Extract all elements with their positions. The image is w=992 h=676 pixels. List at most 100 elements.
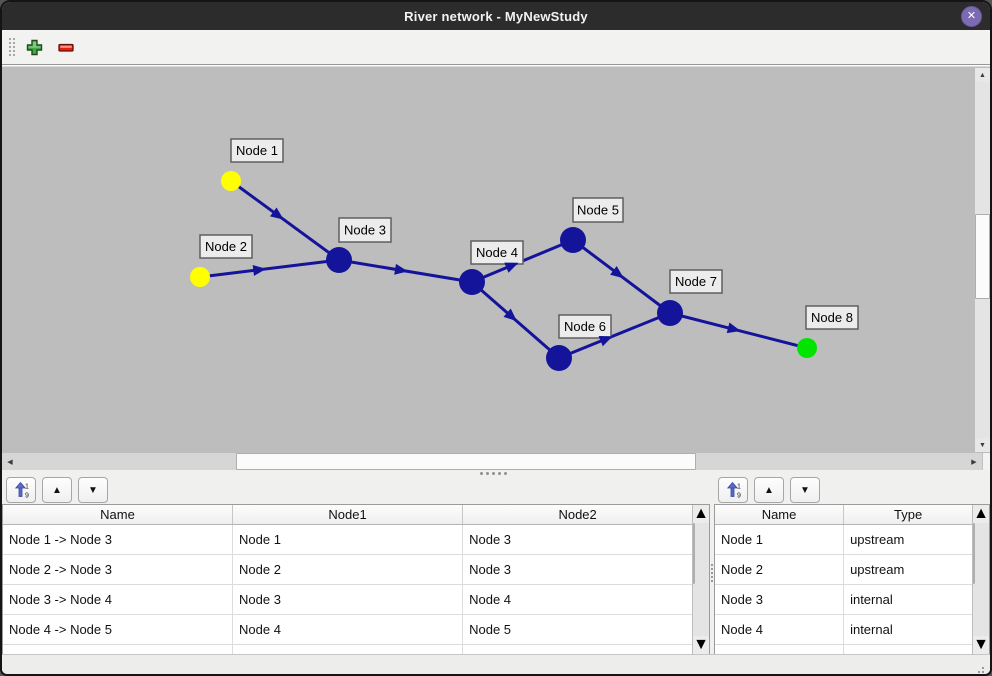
node-label[interactable]: Node 5 (577, 203, 619, 218)
svg-text:9: 9 (25, 493, 29, 500)
node-label-box[interactable] (572, 197, 624, 223)
network-node-node-2[interactable] (190, 267, 210, 287)
node-label-box[interactable] (338, 217, 392, 243)
scroll-up-button[interactable]: ▲ (693, 505, 709, 523)
table-row[interactable] (3, 645, 693, 654)
move-down-button[interactable]: ▼ (790, 477, 820, 503)
table-cell (233, 645, 464, 654)
column-header-node2[interactable]: Node2 (558, 507, 597, 522)
close-icon: ✕ (966, 9, 977, 22)
table-cell: internal (844, 585, 973, 615)
nodes-table-scrollbar[interactable]: ▲ ▼ (972, 505, 989, 654)
sort-button[interactable]: 1 9 (718, 477, 748, 503)
status-bar (2, 654, 990, 674)
column-header-name[interactable]: Name (715, 505, 845, 524)
scroll-track[interactable] (975, 82, 990, 438)
network-node-node-3[interactable] (326, 247, 352, 273)
node-label[interactable]: Node 6 (564, 319, 606, 334)
scroll-thumb[interactable] (975, 213, 990, 300)
remove-branch-button[interactable] (57, 38, 75, 56)
toolbar-drag-handle[interactable] (9, 37, 19, 57)
canvas-horizontal-scrollbar[interactable]: ◀ ▶ (2, 452, 990, 470)
move-up-button[interactable]: ▲ (754, 477, 784, 503)
svg-text:1: 1 (737, 484, 741, 491)
network-node-node-5[interactable] (560, 227, 586, 253)
network-edge[interactable] (558, 311, 671, 360)
vertical-splitter[interactable] (710, 476, 714, 654)
network-canvas[interactable]: Node 1 Node 2 Node 3 Node 4 Node 5 Node 6 Node… (2, 68, 990, 452)
network-node-node-1[interactable] (221, 171, 241, 191)
scroll-right-button[interactable]: ▶ (966, 453, 982, 470)
edge-arrow-icon (504, 262, 519, 273)
left-arrow-icon: ◀ (7, 458, 13, 466)
node-label[interactable]: Node 4 (476, 245, 518, 260)
node-label[interactable]: Node 3 (344, 223, 386, 238)
node-label-box[interactable] (805, 305, 859, 330)
node-label-box[interactable] (470, 240, 524, 265)
sort-button[interactable]: 1 9 (6, 477, 36, 503)
scroll-thumb[interactable] (693, 523, 696, 585)
node-label[interactable]: Node 7 (675, 274, 717, 289)
column-header-type[interactable]: Type (894, 507, 923, 522)
node-label-box[interactable] (558, 314, 612, 339)
branches-table-scrollbar[interactable]: ▲ ▼ (692, 505, 709, 654)
node-label[interactable]: Node 1 (236, 143, 278, 158)
node-label[interactable]: Node 8 (811, 310, 853, 325)
nodes-table-header: Name Type (715, 505, 973, 525)
column-header-name[interactable]: Name (3, 505, 234, 524)
resize-grip-icon[interactable] (982, 667, 984, 669)
table-cell (715, 645, 845, 654)
network-node-node-8[interactable] (797, 338, 817, 358)
scroll-down-button[interactable]: ▼ (975, 438, 990, 452)
network-node-node-6[interactable] (546, 345, 572, 371)
table-cell: Node 3 (233, 585, 464, 615)
column-header-node1[interactable]: Node1 (233, 505, 464, 524)
scroll-down-button[interactable]: ▼ (973, 636, 989, 654)
scroll-up-button[interactable]: ▲ (973, 505, 989, 523)
scroll-down-button[interactable]: ▼ (693, 636, 709, 654)
table-cell: Node 4 (233, 615, 464, 645)
up-triangle-icon: ▲ (764, 484, 774, 496)
network-edge[interactable] (199, 258, 340, 279)
main-toolbar (2, 30, 990, 64)
network-node-node-7[interactable] (657, 300, 683, 326)
canvas-vertical-scrollbar[interactable]: ▲ ▼ (974, 68, 990, 452)
table-cell: Node 1 (233, 525, 464, 555)
scroll-track[interactable] (693, 523, 709, 636)
table-cell: Node 2 -> Node 3 (3, 555, 234, 585)
river-network-diagram: Node 1 Node 2 Node 3 Node 4 Node 5 Node 6 Node… (190, 138, 859, 371)
edge-arrow-icon (270, 207, 284, 220)
table-cell: Node 3 (463, 555, 693, 585)
network-edge[interactable] (230, 179, 340, 262)
scroll-thumb[interactable] (236, 453, 696, 470)
node-label-box[interactable] (199, 234, 253, 259)
scroll-thumb[interactable] (973, 523, 976, 585)
scroll-left-button[interactable]: ◀ (2, 453, 18, 470)
add-branch-button[interactable] (25, 38, 43, 56)
scroll-track[interactable] (18, 453, 966, 470)
horizontal-splitter[interactable] (2, 470, 990, 476)
node-label-box[interactable] (230, 138, 284, 163)
scroll-track[interactable] (973, 523, 989, 636)
close-button[interactable]: ✕ (961, 5, 982, 27)
table-cell: Node 3 (715, 585, 845, 615)
table-row[interactable] (715, 645, 973, 654)
green-plus-icon (26, 39, 42, 55)
node-label[interactable]: Node 2 (205, 239, 247, 254)
move-down-button[interactable]: ▼ (78, 477, 108, 503)
scroll-up-button[interactable]: ▲ (975, 68, 990, 82)
network-node-node-4[interactable] (459, 269, 485, 295)
edge-arrow-icon (726, 322, 741, 334)
move-up-button[interactable]: ▲ (42, 477, 72, 503)
node-label-box[interactable] (669, 269, 723, 294)
